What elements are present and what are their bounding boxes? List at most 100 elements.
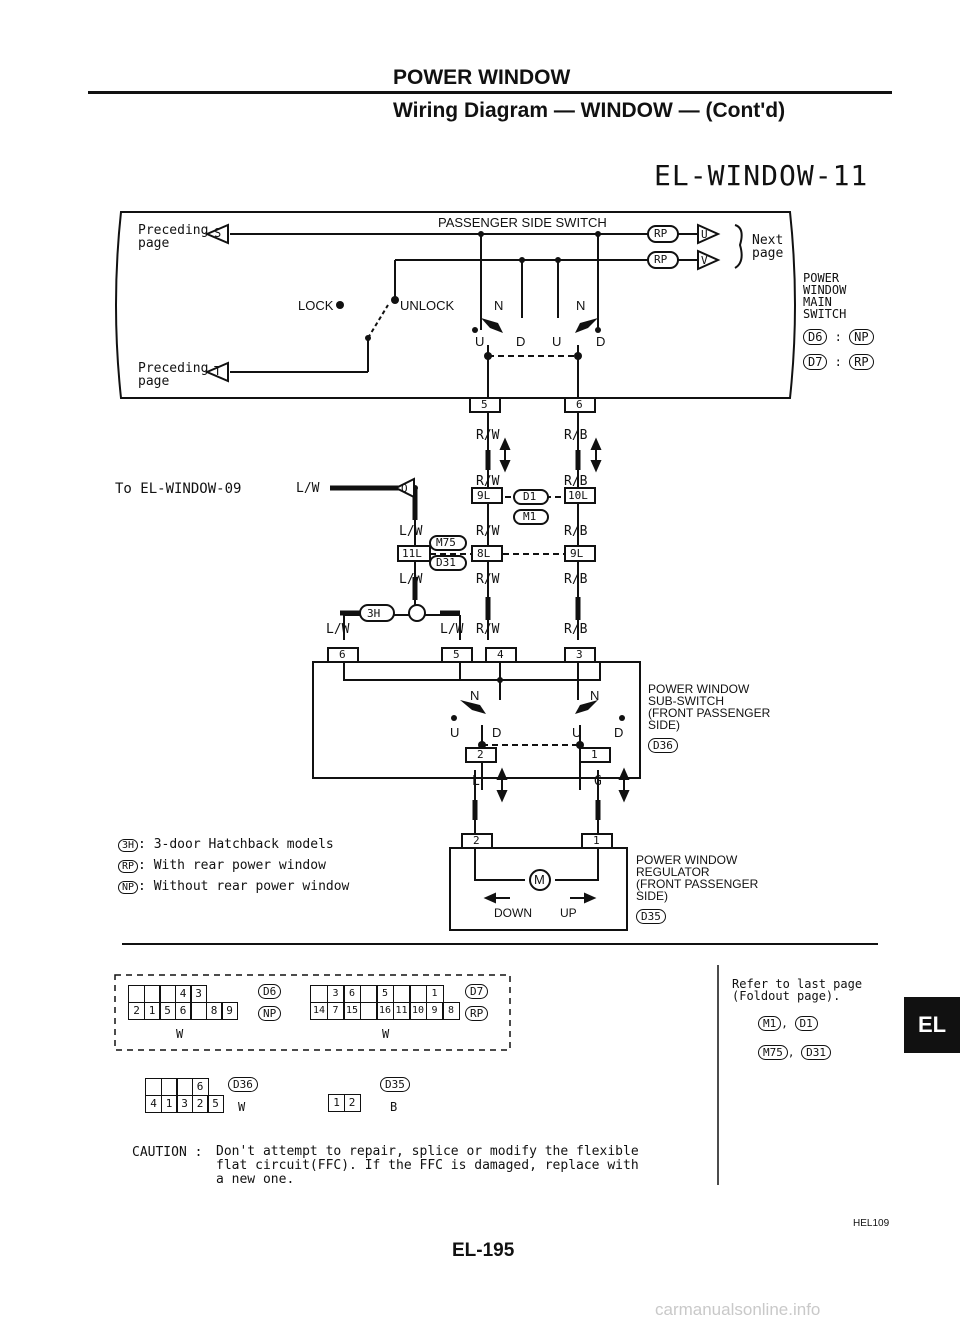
np-tag: NP — [258, 1006, 282, 1021]
down-label: DOWN — [494, 906, 532, 920]
np-model-code: NP — [849, 329, 874, 345]
connector-pin: 5 — [376, 985, 394, 1003]
connector-pin — [143, 985, 161, 1003]
u-label-1: U — [475, 334, 485, 349]
diagram-code: EL-WINDOW-11 — [654, 159, 869, 192]
connector-pin: 15 — [343, 1001, 361, 1020]
section-tab-el[interactable]: EL — [904, 997, 960, 1053]
connector-pin: 5 — [159, 1001, 176, 1020]
main-switch-variant-2: D7 : RP — [803, 354, 874, 370]
sub-switch-name: POWER WINDOW SUB-SWITCH (FRONT PASSENGER… — [648, 682, 771, 732]
legend-row-3h: 3H: 3-door Hatchback models — [118, 835, 349, 856]
d36-tag: D36 — [228, 1077, 258, 1092]
wire-rw-1: R/W — [476, 428, 500, 443]
unlock-label: UNLOCK — [400, 298, 455, 313]
junction-3h: 3H — [367, 607, 381, 620]
refer-row-2: M75, D31 — [758, 1045, 831, 1060]
wire-rb-5: R/B — [564, 622, 588, 637]
sub-d-2: D — [614, 725, 624, 740]
connector-pin: 3 — [326, 985, 345, 1003]
preceding-page-marker-2: T — [214, 364, 222, 378]
reg-pin-2: 2 — [473, 834, 480, 847]
connector-pin: 9 — [425, 1001, 444, 1020]
refer-text: Refer to last page (Foldout page). — [732, 977, 863, 1003]
connector-pin: 1 — [425, 985, 444, 1003]
wire-rb-4: R/B — [564, 572, 588, 587]
sub-pin-2: 2 — [477, 748, 484, 761]
page-subtitle: Wiring Diagram — WINDOW — (Cont'd) — [393, 99, 786, 122]
connector-pin: 1 — [160, 1094, 178, 1113]
sub-pin-5: 5 — [453, 648, 460, 661]
connector-pin — [160, 1078, 178, 1096]
wire-g: G — [594, 774, 602, 789]
connector-pin: 6 — [343, 985, 361, 1003]
sub-n-1: N — [470, 688, 480, 703]
refer-m1: M1 — [758, 1016, 782, 1031]
legend-text: Without rear power window — [153, 879, 350, 894]
wire-lw-4: L/W — [326, 622, 350, 637]
wire-lw-5: L/W — [440, 622, 464, 637]
preceding-page-label: Preceding page — [138, 223, 209, 251]
connector-pin — [392, 985, 411, 1003]
connector-pin: 8 — [442, 1001, 460, 1020]
legend-code: NP — [118, 881, 139, 894]
wire-lw-1: L/W — [296, 481, 320, 496]
wire-lw-3: L/W — [399, 572, 423, 587]
legend-row-np: NP: Without rear power window — [118, 877, 349, 898]
wire-rw-5: R/W — [476, 622, 500, 637]
d36-code-2: D36 — [228, 1077, 258, 1092]
d6-connector-code: D6 — [803, 329, 828, 345]
sub-u-1: U — [450, 725, 460, 740]
watermark: carmanualsonline.info — [655, 1300, 821, 1319]
connector-pin: 2 — [191, 1094, 209, 1113]
connector-pin — [409, 985, 427, 1003]
legend-code: RP — [118, 860, 139, 873]
d36-color: W — [238, 1100, 246, 1114]
sub-n-2: N — [590, 688, 600, 703]
connector-pin — [190, 1001, 207, 1020]
connector-pin: 7 — [326, 1001, 345, 1020]
wire-rb-3: R/B — [564, 524, 588, 539]
pin-8l: 8L — [477, 547, 491, 560]
connector-pin — [359, 985, 378, 1003]
connector-pin — [159, 985, 176, 1003]
main-switch-name: POWER WINDOW MAIN SWITCH — [803, 271, 847, 321]
d35-tag: D35 — [380, 1077, 410, 1092]
d-label-2: D — [596, 334, 606, 349]
rp-marker-2: RP — [654, 253, 668, 266]
conn-d31: D31 — [436, 556, 456, 569]
n-label-1: N — [494, 298, 504, 313]
up-label: UP — [560, 906, 577, 920]
connector-pin: 6 — [191, 1078, 209, 1096]
connector-pin: 1 — [143, 1001, 161, 1020]
pin-9l-1: 9L — [477, 489, 491, 502]
sub-u-2: U — [572, 725, 582, 740]
sub-switch-connector: D36 — [648, 738, 678, 753]
d35-code-2: D35 — [380, 1077, 410, 1092]
pin-10l: 10L — [568, 489, 588, 502]
connector-pin — [310, 985, 328, 1003]
wire-lw-2: L/W — [399, 524, 423, 539]
connector-pin — [176, 1078, 193, 1096]
connector-pin: 14 — [310, 1001, 328, 1020]
connector-pin: 3 — [190, 985, 207, 1003]
rp-model-code: RP — [849, 354, 874, 370]
wire-l: L — [472, 774, 480, 789]
legend-text: 3-door Hatchback models — [153, 837, 334, 852]
connector-pin: 16 — [376, 1001, 394, 1020]
refer-m75: M75 — [758, 1045, 788, 1060]
d7-code: D7 — [465, 984, 489, 999]
page-number: EL-195 — [452, 1240, 515, 1261]
connector-pin: 9 — [221, 1001, 238, 1020]
refer-d1: D1 — [794, 1016, 818, 1031]
caution-text: Don't attempt to repair, splice or modif… — [216, 1144, 639, 1187]
d6-tag: D6 — [258, 984, 282, 999]
d7-connector-code: D7 — [803, 354, 828, 370]
reg-pin-1: 1 — [593, 834, 600, 847]
pin-6-label: 6 — [576, 398, 583, 411]
